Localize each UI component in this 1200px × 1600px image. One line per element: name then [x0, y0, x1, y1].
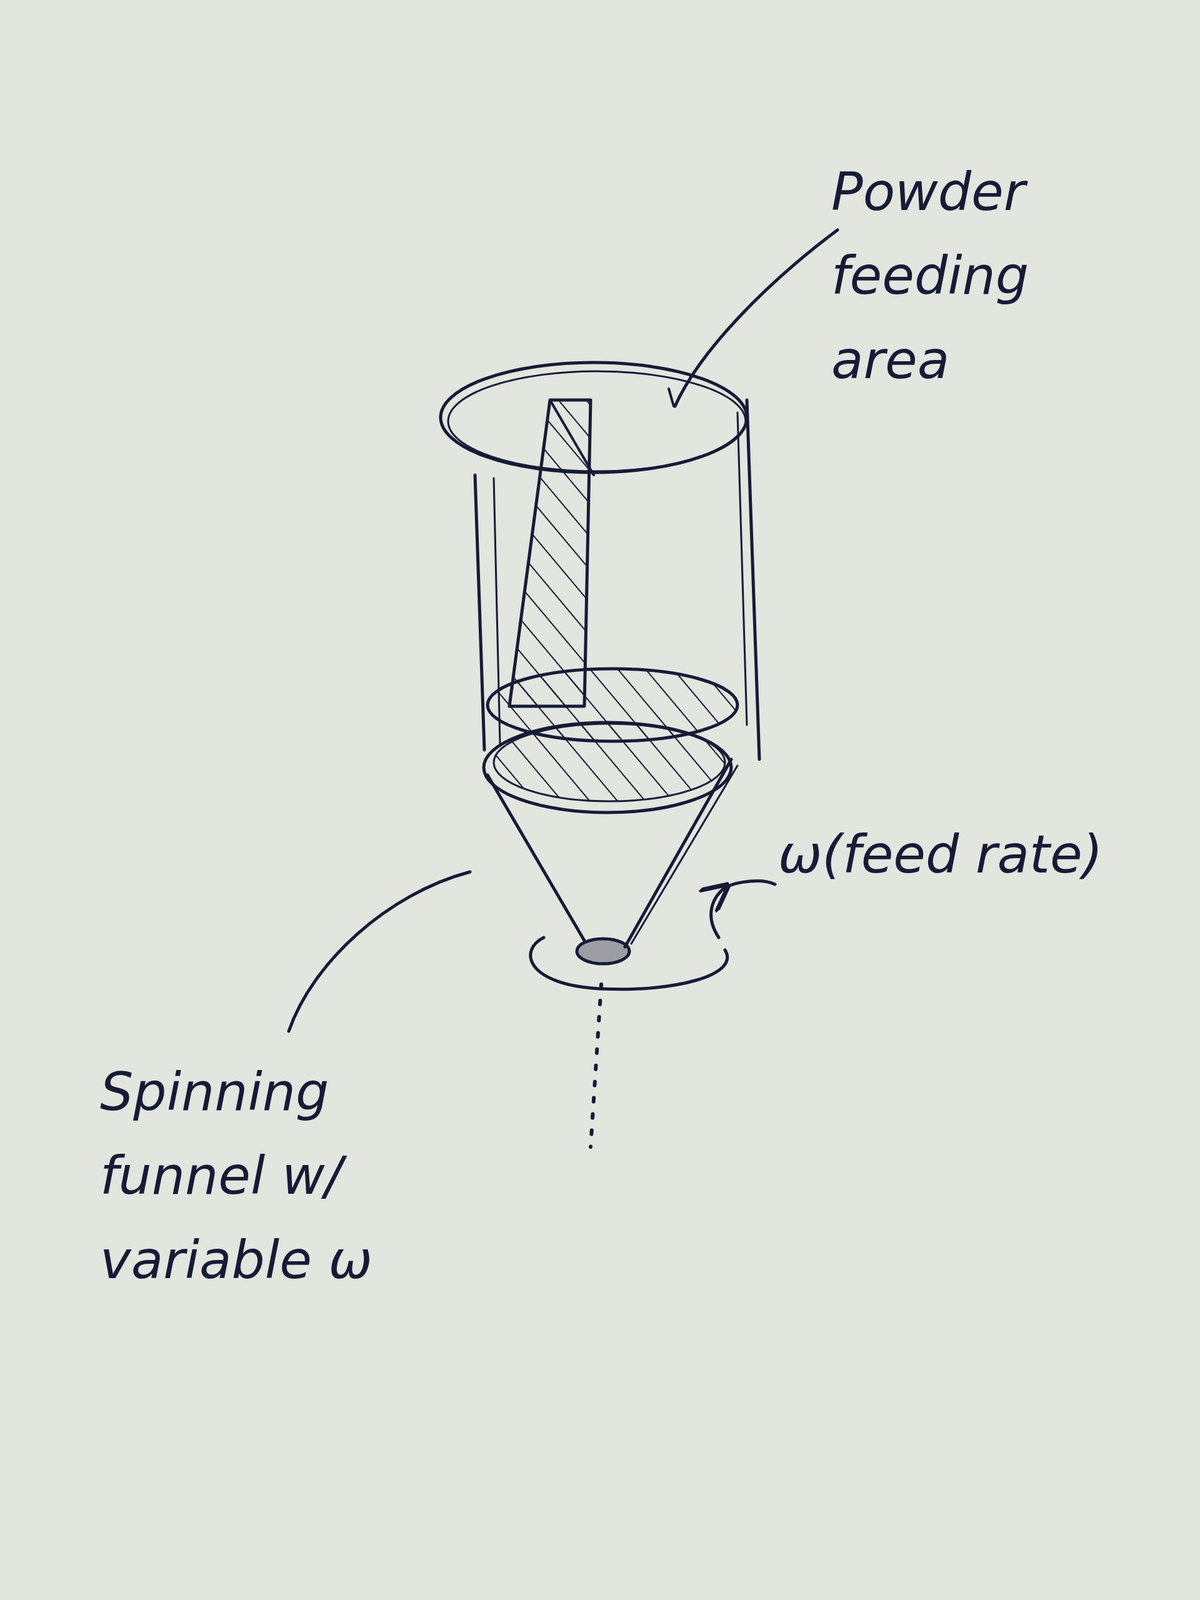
funnel-right-side: [625, 759, 732, 947]
leader-line: [668, 388, 674, 407]
spin-arrow: [711, 887, 725, 938]
spin-circle: [530, 937, 728, 990]
cylinder-top: [440, 362, 747, 473]
funnel-right-side-sketch: [631, 765, 738, 944]
leader-line: [675, 230, 838, 407]
funnel-rim-inner: [493, 723, 725, 802]
funnel-spout: [576, 938, 630, 964]
funnel-left-side: [487, 775, 585, 941]
spin-leader: [725, 881, 775, 888]
cylinder-top-sketch: [448, 371, 746, 472]
cylinder-right-wall-sketch: [737, 412, 747, 725]
leader-line: [288, 871, 470, 1032]
rate-label: ω(feed rate): [778, 812, 1191, 897]
cylinder-right-wall: [746, 400, 760, 760]
funnel-rim: [483, 722, 732, 813]
feed-plate-edge: [550, 400, 594, 475]
powder-stream: [590, 984, 602, 1147]
feed-plate: [509, 400, 591, 707]
cylinder-left-wall: [475, 475, 485, 750]
part-label: Spinning funnel w/ variable ω: [100, 1050, 500, 1302]
part-label: Powder feeding area: [831, 150, 1119, 402]
